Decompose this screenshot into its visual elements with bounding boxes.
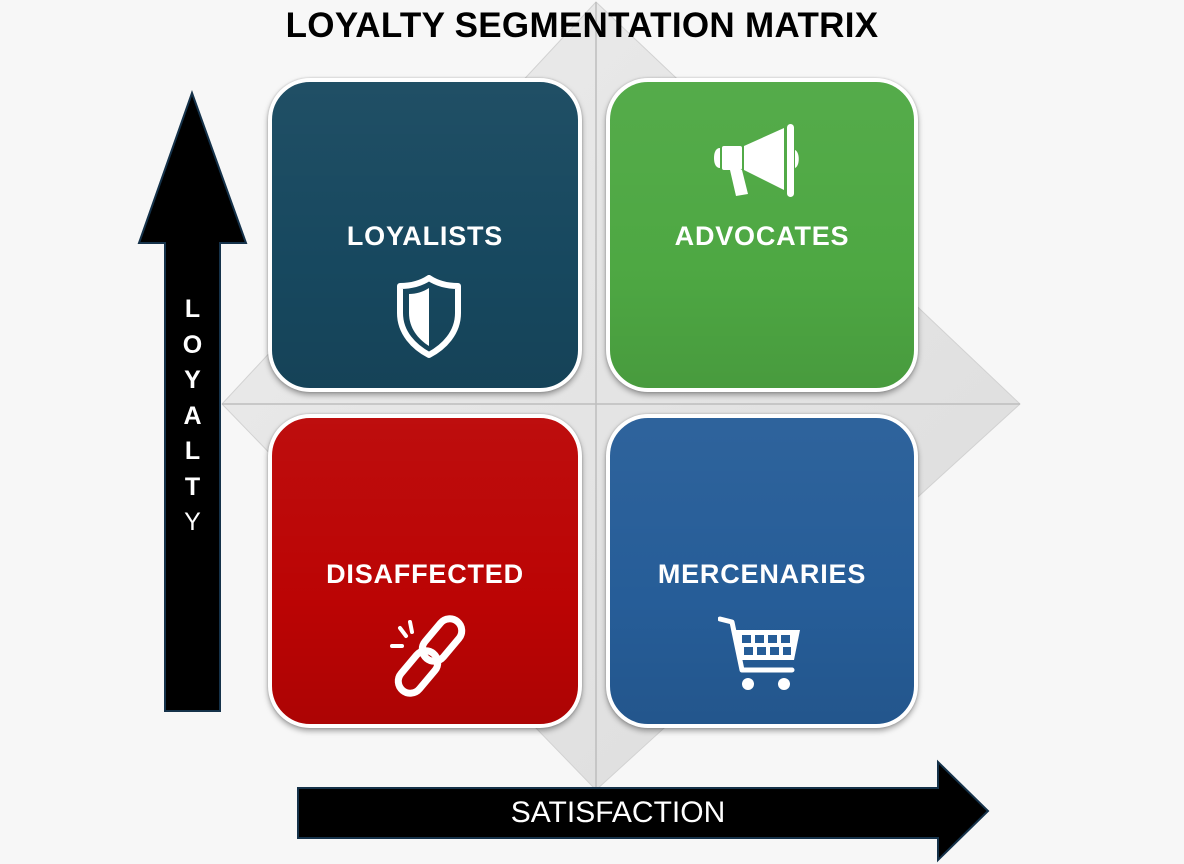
shield-icon <box>397 275 461 358</box>
loyalty-axis-letter: O <box>182 330 203 359</box>
satisfaction-axis-label: SATISFACTION <box>510 796 726 829</box>
quadrant-mercenaries: MERCENARIES <box>606 414 918 728</box>
loyalty-axis-letter: Y <box>184 508 201 536</box>
loyalty-axis-letter: T <box>184 472 201 501</box>
quadrant-label: ADVOCATES <box>674 221 850 251</box>
page-title: LOYALTY SEGMENTATION MATRIX <box>285 6 879 45</box>
quadrant-label: DISAFFECTED <box>326 559 524 589</box>
loyalty-axis-letter: Y <box>184 366 201 394</box>
quadrant-disaffected: DISAFFECTED <box>268 414 582 728</box>
satisfaction-axis-arrow <box>297 759 990 863</box>
broken-link-icon <box>390 615 466 697</box>
loyalty-axis-letter: L <box>184 437 201 465</box>
shopping-cart-icon <box>718 616 800 690</box>
quadrant-label: MERCENARIES <box>657 559 867 589</box>
quadrant-label: LOYALISTS <box>346 221 504 251</box>
loyalty-axis-arrow <box>137 90 248 712</box>
loyalty-axis-letter: A <box>183 401 202 430</box>
megaphone-icon <box>714 124 799 197</box>
quadrant-advocates: ADVOCATES <box>606 78 918 392</box>
loyalty-axis-letter: L <box>184 295 201 323</box>
quadrant-loyalists: LOYALISTS <box>268 78 582 392</box>
